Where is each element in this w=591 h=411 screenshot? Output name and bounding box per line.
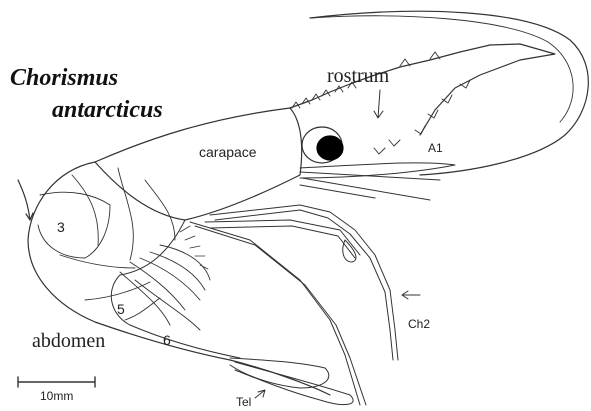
label-segment-6: 6 [163,333,171,347]
rostrum-arrow [374,90,383,118]
abdomen-outline [28,162,330,395]
carapace-outline [95,108,302,220]
antennule-A1 [300,172,440,200]
walking-leg-1b [195,226,366,405]
label-rostrum: rostrum [327,66,389,86]
antenna-flagellum [310,11,588,175]
label-carapace: carapace [199,145,257,159]
rostrum-teeth-lower [374,80,470,154]
species-title-line1: Chorismus [10,66,118,90]
label-a1: A1 [428,142,443,154]
antennal-scale [300,163,455,178]
scale-bar-label: 10mm [40,390,73,402]
uropods [235,362,353,405]
eye [317,136,343,160]
ch2-arrow [402,291,420,299]
pleopods [120,245,210,330]
species-title-line2: antarcticus [52,98,163,122]
label-segment-5: 5 [117,302,125,316]
label-abdomen: abdomen [32,331,105,351]
tel-arrow [255,390,265,398]
abdomen-third-segment [38,192,110,258]
segment-3-arrow [18,180,33,220]
label-segment-3: 3 [57,220,65,234]
walking-leg-2 [205,220,360,258]
abdomen-ventral [111,220,240,358]
rostrum [290,44,555,135]
walking-leg-1 [190,222,360,405]
scale-bar [18,377,95,387]
label-tel: Tel [236,396,251,408]
pleopod-fringes [180,226,208,269]
label-ch2: Ch2 [408,318,430,330]
telson [230,358,329,388]
